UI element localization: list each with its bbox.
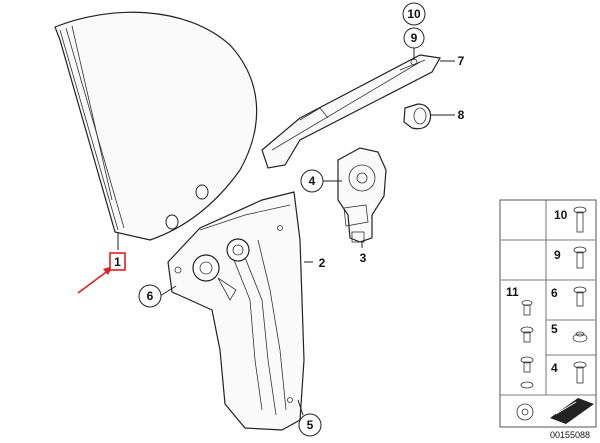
callout-9-label: 9 <box>411 31 418 45</box>
glass-hole-upper <box>195 184 209 200</box>
callout-5-label: 5 <box>307 418 314 432</box>
fastener-legend: 10 9 11 6 5 <box>499 199 597 428</box>
callout-6-label: 6 <box>147 289 154 303</box>
screw-9-icon <box>573 246 587 269</box>
window-motor[interactable] <box>337 147 387 243</box>
washer-icon <box>516 403 534 421</box>
window-glass[interactable] <box>54 11 258 241</box>
fastener-11-icon <box>520 300 534 389</box>
clip-part[interactable] <box>403 103 432 130</box>
callout-6[interactable]: 6 <box>138 284 162 308</box>
callout-3[interactable]: 3 <box>360 251 367 265</box>
legend-10-label: 10 <box>554 208 568 222</box>
highlight-arrow <box>77 266 113 294</box>
callout-8[interactable]: 8 <box>458 108 465 122</box>
window-regulator[interactable] <box>167 191 305 431</box>
screw-4-icon <box>573 361 587 384</box>
legend-5-label: 5 <box>551 322 558 336</box>
callout-4-label: 4 <box>309 174 316 188</box>
glass-hole-lower <box>165 214 179 230</box>
callout-2[interactable]: 2 <box>319 256 326 270</box>
callout-3-label: 3 <box>360 251 367 265</box>
callout-7[interactable]: 7 <box>458 54 465 68</box>
callout-7-label: 7 <box>458 54 465 68</box>
callout-8-label: 8 <box>458 108 465 122</box>
callout-5[interactable]: 5 <box>298 413 322 437</box>
bolt-10-icon <box>573 206 587 233</box>
screw-6-icon <box>573 286 587 307</box>
diagram-id: 00155088 <box>550 430 590 440</box>
pulley-left <box>192 254 220 282</box>
nut-5-icon <box>572 331 588 343</box>
shim-icon <box>550 398 594 424</box>
callout-9[interactable]: 9 <box>403 27 425 49</box>
legend-11-label: 11 <box>506 285 519 299</box>
pulley-right <box>226 238 250 262</box>
callout-2-label: 2 <box>319 256 326 270</box>
legend-9-label: 9 <box>554 248 561 262</box>
callout-10-label: 10 <box>407 7 421 21</box>
callout-10[interactable]: 10 <box>402 2 426 26</box>
legend-6-label: 6 <box>551 286 558 300</box>
callout-1[interactable]: 1 <box>109 252 126 271</box>
legend-4-label: 4 <box>551 361 558 375</box>
callout-4[interactable]: 4 <box>300 169 324 193</box>
callout-1-label: 1 <box>114 255 121 269</box>
window-guide-rail[interactable] <box>261 54 441 169</box>
